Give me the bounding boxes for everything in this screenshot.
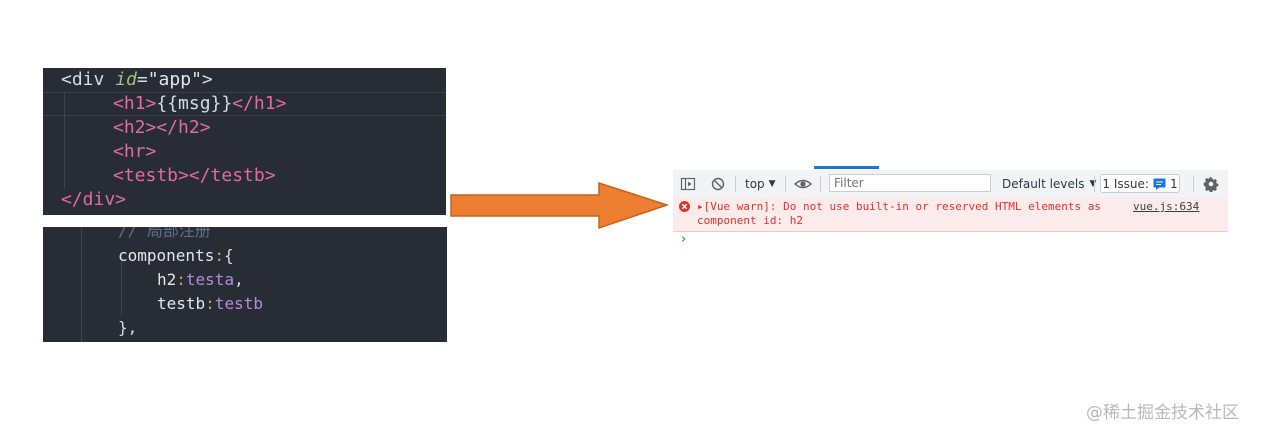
brace-token: {	[223, 246, 234, 265]
error-icon	[679, 201, 690, 212]
tag-token: </h1>	[232, 93, 287, 114]
issues-button[interactable]: 1 Issue: 1	[1100, 174, 1180, 193]
code-line-entry-h2: h2:testa,	[157, 268, 244, 292]
tag-token: <h1>	[113, 93, 157, 114]
dropdown-arrow-icon: ▼	[768, 178, 776, 189]
watermark: @稀土掘金技术社区	[1086, 403, 1239, 423]
indent-guide	[64, 92, 65, 188]
active-tab-indicator	[814, 166, 879, 169]
key-token: testb	[157, 294, 206, 313]
key-token: components	[118, 246, 215, 265]
colon-token: :	[214, 246, 224, 265]
code-line-div-close: </div>	[61, 189, 127, 210]
comma-token: ,	[234, 270, 244, 289]
gear-icon	[1203, 176, 1219, 192]
value-token: testa	[185, 270, 235, 289]
toolbar-separator	[1094, 176, 1095, 192]
tag-token: <div	[61, 69, 116, 90]
indent-guide	[121, 255, 122, 315]
issue-message-icon	[1153, 178, 1166, 190]
string-token: "app"	[147, 69, 202, 90]
live-expression-button[interactable]	[794, 170, 812, 197]
right-arrow-icon	[450, 181, 670, 230]
toolbar-separator	[735, 176, 736, 192]
code-line-close-brace: },	[118, 318, 138, 337]
code-block-components: // 局部注册 components:{ h2:testa, testb:tes…	[43, 227, 447, 342]
console-warning-message: ▸[Vue warn]: Do not use built-in or rese…	[673, 197, 1228, 232]
key-token: h2	[157, 270, 177, 289]
devtools-console: top ▼ Default levels ▼ 1 Issue: 1 ▸[Vue …	[673, 166, 1228, 256]
issues-label: 1 Issue:	[1102, 176, 1149, 191]
code-line-components: components:{	[118, 244, 234, 268]
eq-token: =	[136, 69, 148, 90]
console-toolbar: top ▼ Default levels ▼ 1 Issue: 1	[673, 170, 1228, 198]
colon-token: :	[176, 270, 186, 289]
issues-count: 1	[1169, 176, 1178, 191]
current-line-highlight	[43, 92, 446, 116]
colon-token: :	[205, 294, 215, 313]
context-label: top	[745, 176, 765, 191]
code-block-html-template: <div id="app"> <h1>{{msg}}</h1> <h2></h2…	[43, 68, 446, 215]
clear-console-button[interactable]	[710, 170, 726, 197]
toolbar-separator	[820, 176, 821, 192]
eye-icon	[794, 179, 812, 188]
code-line-div-open: <div id="app">	[61, 68, 213, 92]
code-comment: // 局部注册	[118, 227, 211, 240]
filter-input[interactable]	[829, 174, 991, 192]
tag-close-token: >	[201, 69, 213, 90]
dropdown-arrow-icon: ▼	[1089, 178, 1097, 189]
toolbar-separator	[1193, 176, 1194, 192]
clear-console-icon	[711, 177, 725, 190]
indent-guide	[81, 227, 82, 342]
toolbar-separator	[785, 176, 786, 192]
source-link[interactable]: vue.js:634	[1133, 200, 1200, 213]
code-line-h1: <h1>{{msg}}</h1>	[113, 92, 286, 116]
code-line-h2: <h2></h2>	[113, 117, 211, 138]
levels-label: Default levels	[1002, 176, 1085, 191]
attr-token: id	[115, 69, 137, 90]
code-line-testb: <testb></testb>	[113, 165, 276, 186]
code-line-hr: <hr>	[113, 141, 157, 162]
context-selector[interactable]: top ▼	[745, 170, 776, 197]
sidebar-toggle-icon	[680, 177, 696, 190]
log-levels-dropdown[interactable]: Default levels ▼	[1002, 170, 1096, 197]
console-settings-button[interactable]	[1203, 170, 1219, 197]
sidebar-toggle-button[interactable]	[680, 170, 696, 197]
value-token: testb	[214, 294, 263, 313]
console-prompt[interactable]: ›	[681, 232, 687, 247]
warning-text[interactable]: ▸[Vue warn]: Do not use built-in or rese…	[697, 200, 1101, 227]
mustache-token: {{msg}}	[156, 93, 233, 114]
code-line-entry-testb: testb:testb	[157, 292, 263, 316]
